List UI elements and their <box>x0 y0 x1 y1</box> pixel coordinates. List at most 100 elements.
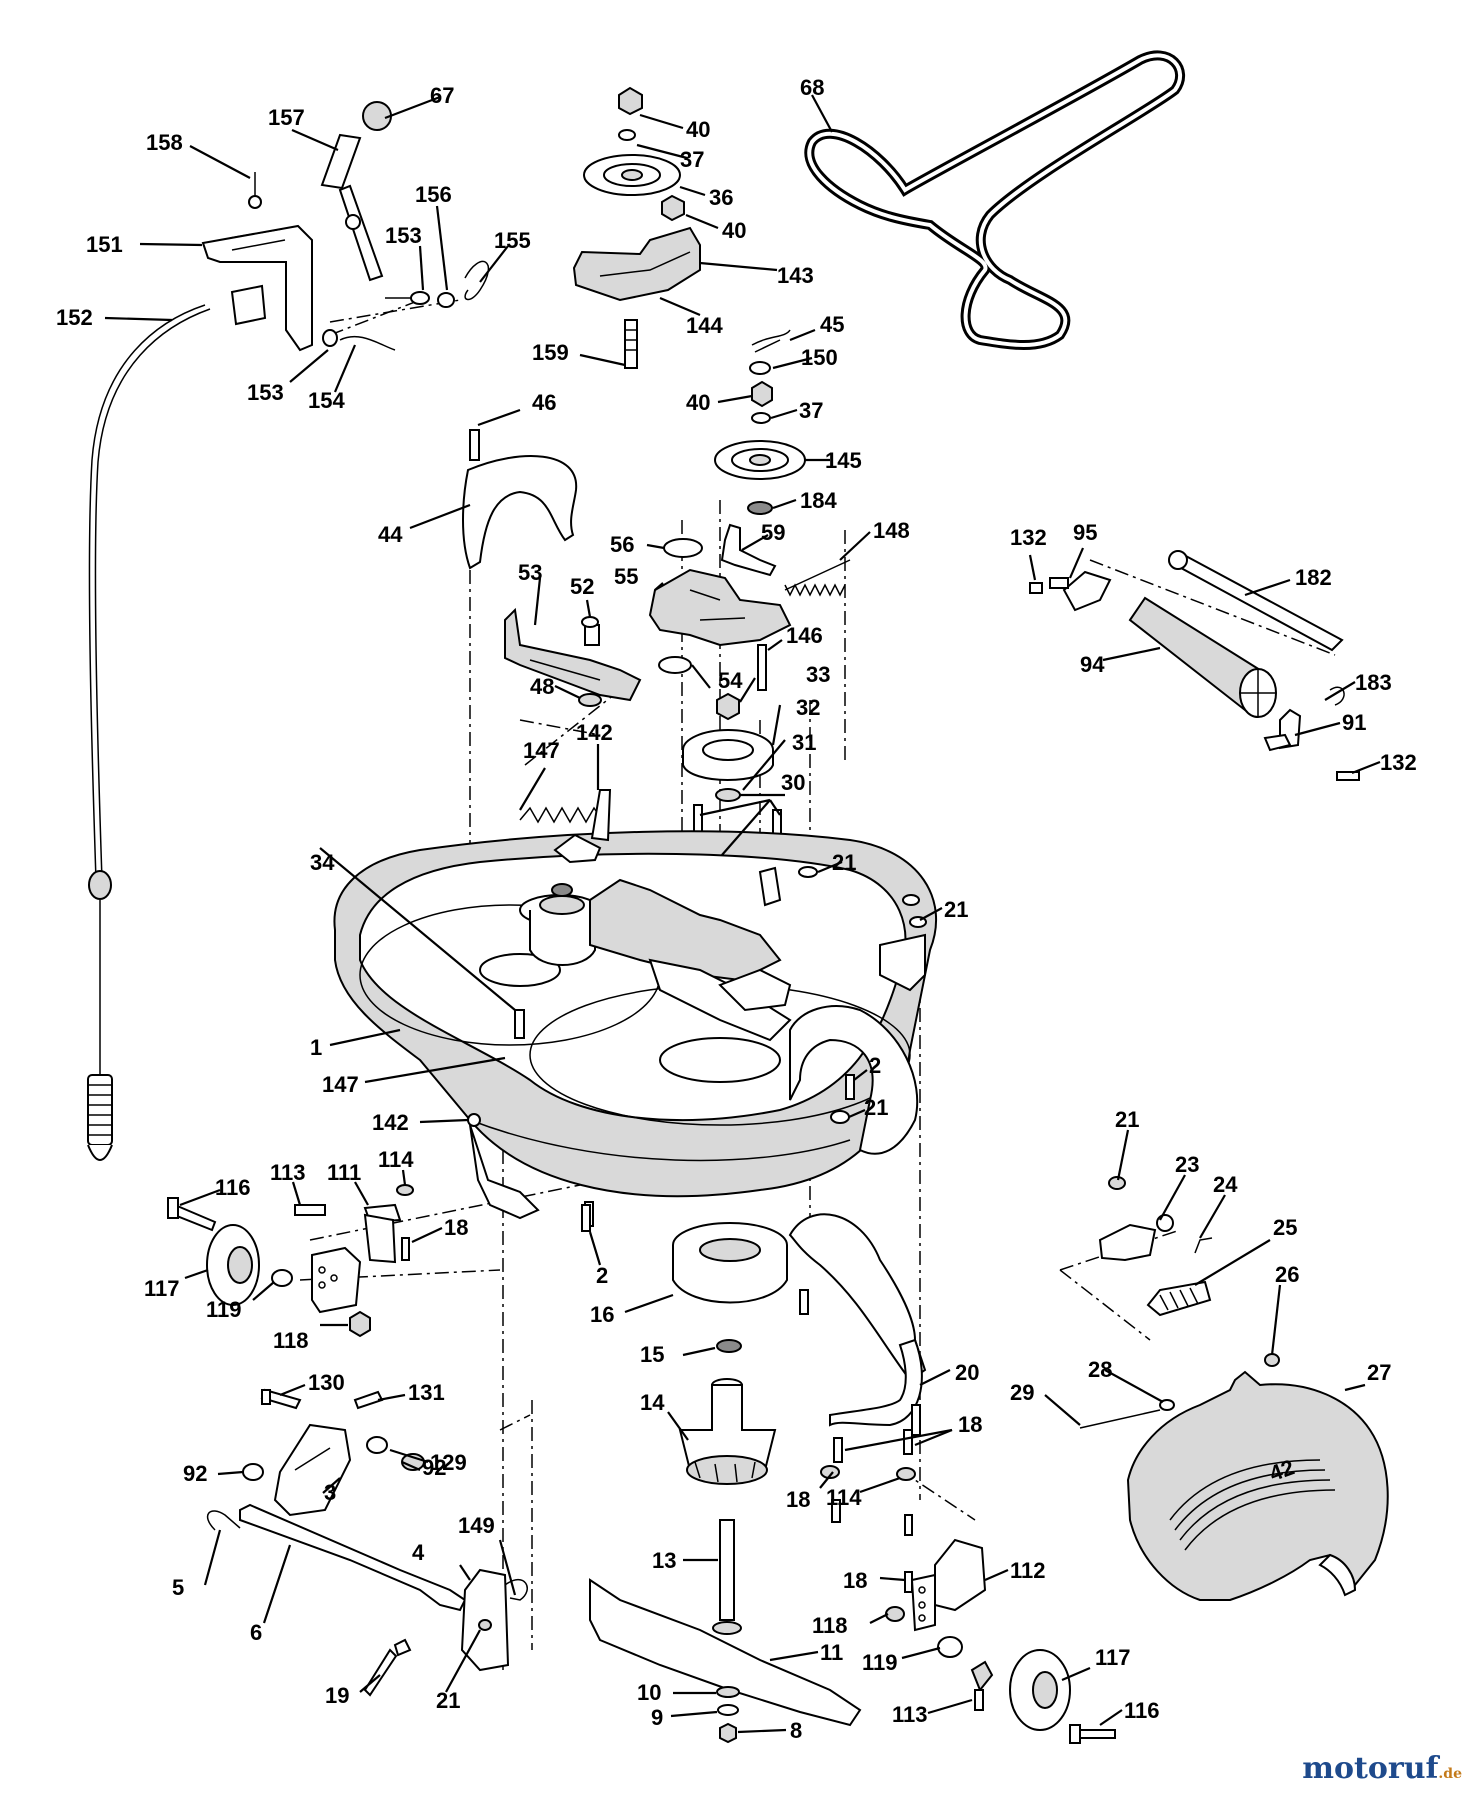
callout: 34 <box>310 850 335 875</box>
deck-bolt-34 <box>514 1009 525 1039</box>
deck-spindle-top <box>519 883 601 966</box>
callout: 26 <box>1275 1262 1299 1287</box>
callout: 116 <box>1124 1698 1160 1723</box>
belt-cover <box>462 429 578 570</box>
callout: 8 <box>790 1718 802 1743</box>
callout: 4 <box>412 1540 425 1565</box>
callout: 10 <box>637 1680 661 1705</box>
callout: 56 <box>610 532 634 557</box>
callout: 118 <box>273 1328 309 1353</box>
callout: 131 <box>408 1380 445 1405</box>
callout: 20 <box>955 1360 979 1385</box>
callout: 13 <box>652 1548 676 1573</box>
callout: 119 <box>862 1650 898 1675</box>
callout: 157 <box>268 105 305 130</box>
callout: 129 <box>430 1450 467 1475</box>
callout: 113 <box>892 1702 928 1727</box>
callout: 117 <box>1095 1645 1131 1670</box>
control-cable <box>87 304 211 1161</box>
callout: 145 <box>825 448 862 473</box>
deflector-assembly: 42 <box>1079 1176 1389 1601</box>
callout: 6 <box>250 1620 262 1645</box>
drive-belt <box>804 50 1185 350</box>
callout: 37 <box>680 147 704 172</box>
callout: 53 <box>518 560 542 585</box>
idler-pulley-assembly <box>572 86 701 369</box>
callout: 146 <box>786 623 823 648</box>
callout: 155 <box>494 228 531 253</box>
callout: 32 <box>796 695 820 720</box>
callout: 9 <box>651 1705 663 1730</box>
callout: 1 <box>310 1035 322 1060</box>
callout: 147 <box>322 1072 359 1097</box>
bolt-2 <box>581 1204 591 1232</box>
callout: 132 <box>1380 750 1417 775</box>
deck-brackets-21 <box>798 866 927 1124</box>
callout: 151 <box>86 232 123 257</box>
callout: 149 <box>458 1513 495 1538</box>
callout: 21 <box>436 1688 460 1713</box>
callout: 130 <box>308 1370 345 1395</box>
callout: 18 <box>958 1412 982 1437</box>
callout: 16 <box>590 1302 614 1327</box>
deck-arm-linkage <box>553 789 792 1042</box>
callout: 21 <box>864 1095 888 1120</box>
brake-arm-assembly <box>504 607 692 707</box>
callout: 18 <box>444 1215 468 1240</box>
callout: 118 <box>812 1613 848 1638</box>
right-gauge-wheel <box>885 1514 1116 1744</box>
idler-arm-assembly <box>648 523 851 691</box>
callout: 114 <box>826 1485 862 1510</box>
callout-numbers: 67 157 158 151 152 153 154 156 153 155 4… <box>56 75 1417 1743</box>
callout: 19 <box>325 1683 349 1708</box>
callout: 52 <box>570 574 594 599</box>
callout: 54 <box>718 668 743 693</box>
callout: 113 <box>270 1160 306 1185</box>
callout: 36 <box>709 185 733 210</box>
callout: 132 <box>1010 525 1047 550</box>
callout: 33 <box>806 662 830 687</box>
callout: 114 <box>378 1147 414 1172</box>
lift-lever-assembly <box>201 101 490 352</box>
callout: 15 <box>640 1342 664 1367</box>
callout: 37 <box>799 398 823 423</box>
callout: 148 <box>873 518 910 543</box>
callout: 40 <box>686 390 710 415</box>
callout: 68 <box>800 75 824 100</box>
callout: 40 <box>686 117 710 142</box>
callout: 184 <box>800 488 837 513</box>
fasteners-18-114 <box>820 1429 916 1523</box>
callout: 92 <box>422 1455 446 1480</box>
callout: 182 <box>1295 565 1332 590</box>
callout: 152 <box>56 305 93 330</box>
callout: 18 <box>843 1568 867 1593</box>
callout: 142 <box>372 1110 409 1135</box>
callout: 46 <box>532 390 556 415</box>
callout: 48 <box>530 674 554 699</box>
callout: 31 <box>792 730 816 755</box>
callout: 2 <box>869 1053 881 1078</box>
callout: 183 <box>1355 670 1392 695</box>
callout: 21 <box>832 850 856 875</box>
callout: 21 <box>944 897 968 922</box>
callout: 21 <box>1115 1107 1139 1132</box>
callout: 117 <box>144 1276 180 1301</box>
callout: 91 <box>1342 710 1366 735</box>
callout: 30 <box>781 770 805 795</box>
callout: 153 <box>247 380 284 405</box>
callout: 116 <box>215 1175 251 1200</box>
callout: 14 <box>640 1390 665 1415</box>
callout: 92 <box>183 1461 207 1486</box>
callout: 150 <box>801 345 838 370</box>
callout: 95 <box>1073 520 1097 545</box>
watermark-brand: motoruf <box>1302 1751 1439 1786</box>
callout: 144 <box>686 313 723 338</box>
callout: 23 <box>1175 1152 1199 1177</box>
callout: 111 <box>327 1160 361 1185</box>
mower-deck <box>333 830 938 1198</box>
callout: 159 <box>532 340 569 365</box>
front-arm-20 <box>788 1213 927 1436</box>
left-gauge-wheel <box>167 1184 414 1338</box>
callout: 59 <box>761 520 785 545</box>
